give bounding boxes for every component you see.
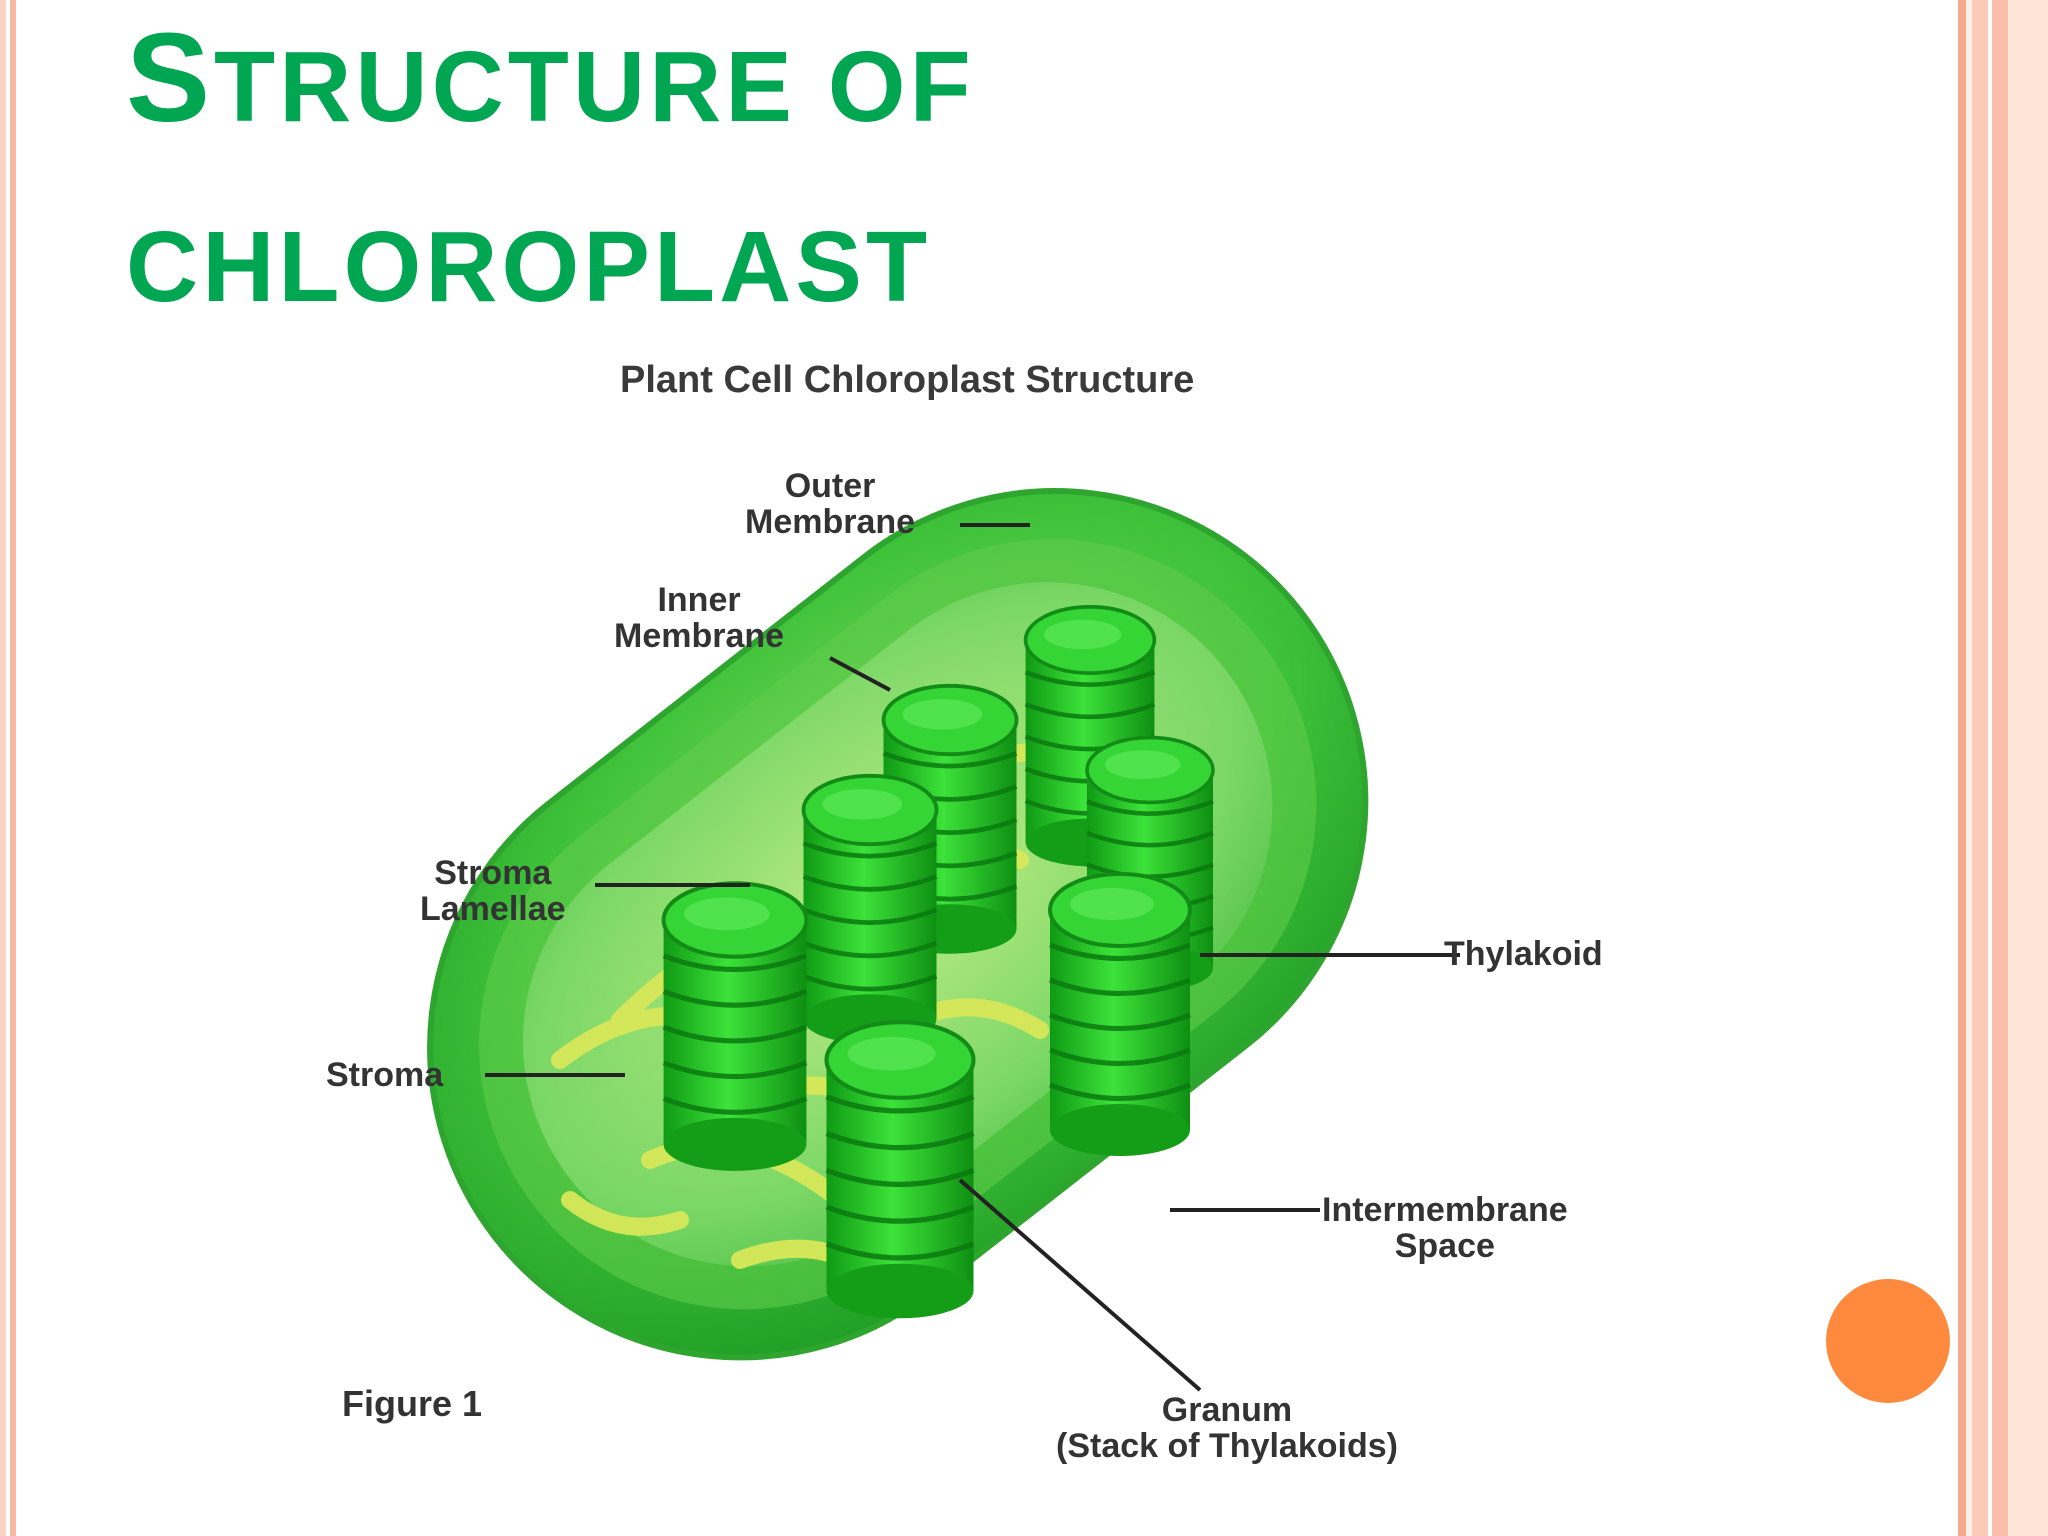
chloroplast-illustration [427,488,1460,1392]
label-granum: Granum (Stack of Thylakoids) [1056,1391,1398,1465]
slide-frame-right [1958,0,2048,1536]
slide-title-line-2: CHLOROPLAST [126,211,932,323]
label-stroma-lamellae: Stroma Lamellae [420,854,566,928]
label-stroma: Stroma [326,1056,444,1094]
label-outer-membrane: Outer Membrane [745,467,916,541]
slide-title-line-1: STRUCTURE OF [126,7,975,148]
label-inner-membrane: Inner Membrane [614,581,785,655]
orange-bullet-dot [1826,1279,1950,1403]
label-intermembrane-space: Intermembrane Space [1322,1191,1568,1265]
leader-lines [485,523,1460,1392]
slide-frame-left [0,0,24,1536]
label-thylakoid: Thylakoid [1444,935,1603,973]
chloroplast-figure: Plant Cell Chloroplast Structure Outer M… [320,340,1660,1500]
slide-title: STRUCTURE OF CHLOROPLAST [126,0,975,357]
diagram-title: Plant Cell Chloroplast Structure [620,359,1195,401]
figure-label: Figure 1 [342,1383,483,1424]
